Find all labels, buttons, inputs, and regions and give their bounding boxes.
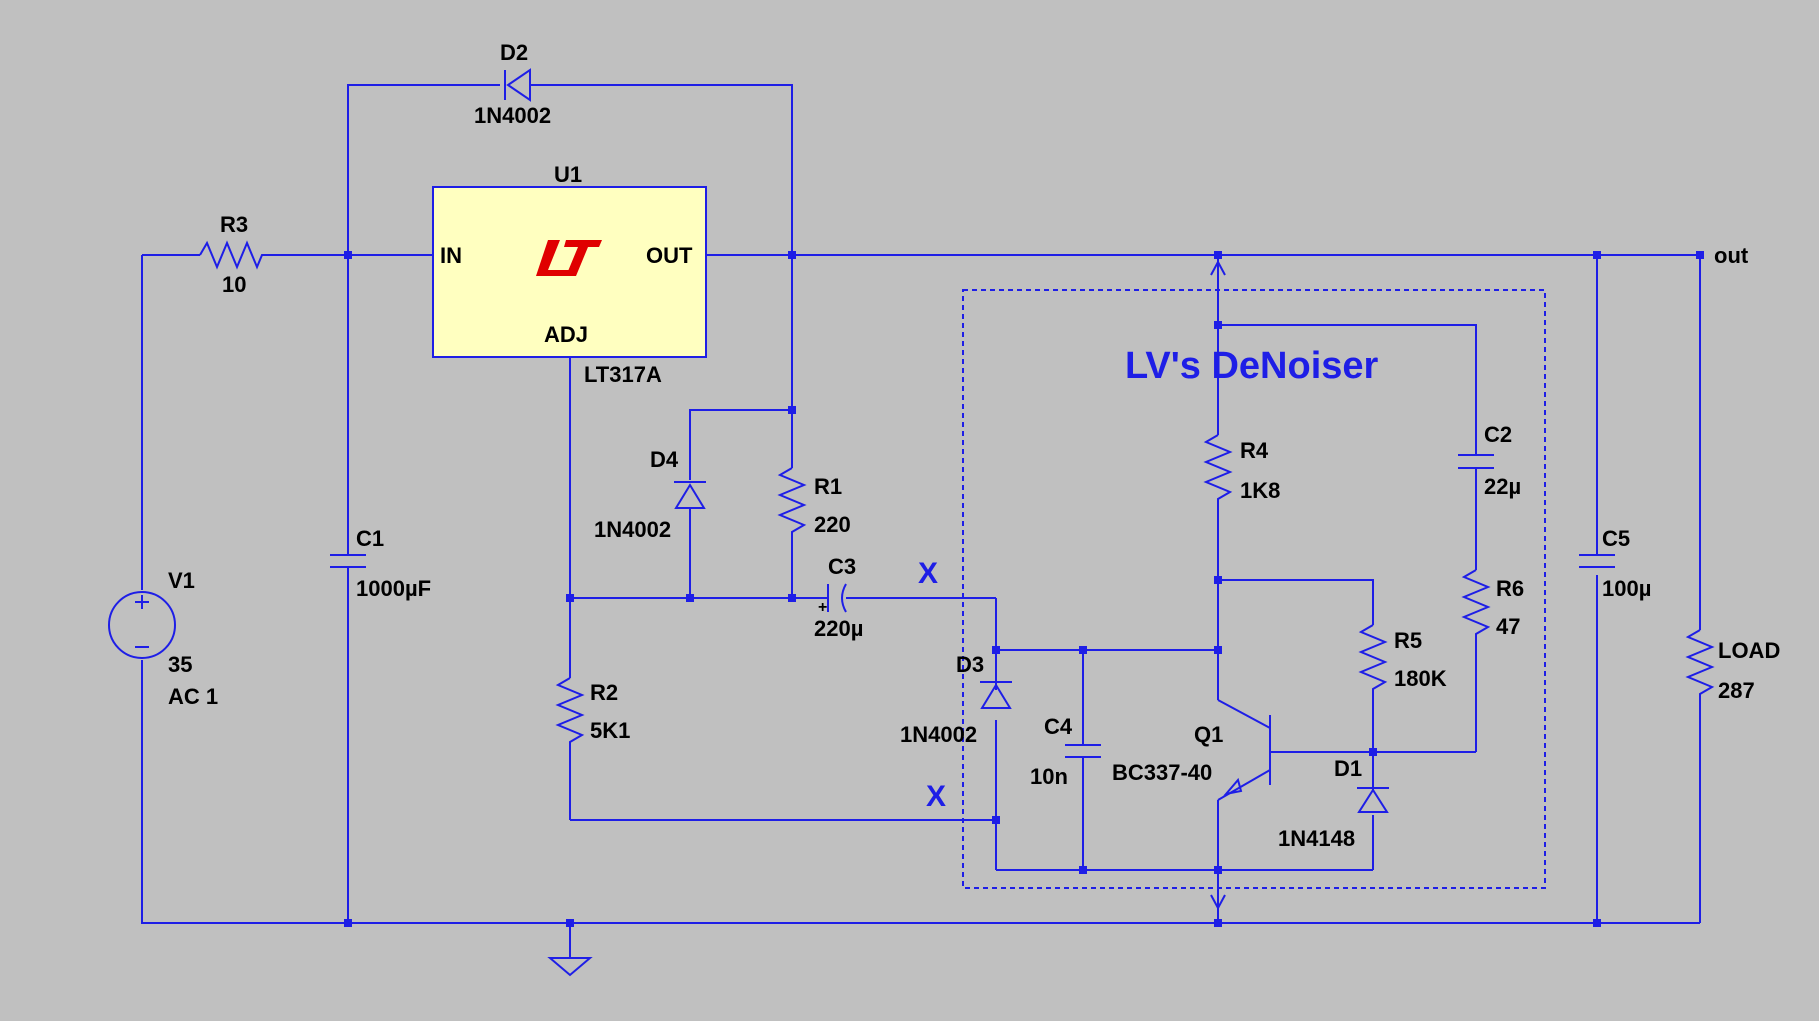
r3-ref: R3: [220, 212, 248, 237]
c3-value: 220µ: [814, 616, 863, 641]
c3-ref: C3: [828, 554, 856, 579]
capacitor-c4: [1065, 744, 1101, 758]
d4-part: 1N4002: [594, 517, 671, 542]
r4-value: 1K8: [1240, 478, 1280, 503]
wires: [141, 84, 1701, 958]
c4-ref: C4: [1044, 714, 1073, 739]
u1-ref: U1: [554, 162, 582, 187]
diode-d3: [980, 681, 1012, 709]
d3-ref: D3: [956, 652, 984, 677]
voltage-source-v1: [108, 591, 176, 659]
v1-ref: V1: [168, 568, 195, 593]
r1-ref: R1: [814, 474, 842, 499]
capacitor-c1: [330, 554, 366, 575]
resistor-r3: [199, 240, 268, 270]
d3-part: 1N4002: [900, 722, 977, 747]
c2-ref: C2: [1484, 422, 1512, 447]
r5-ref: R5: [1394, 628, 1422, 653]
u1-part: LT317A: [584, 362, 662, 387]
capacitor-c2: [1458, 454, 1494, 469]
linear-tech-logo-icon: [536, 240, 602, 276]
capacitor-c3: +: [818, 583, 847, 616]
diode-d4: [674, 481, 706, 509]
d2-ref: D2: [500, 40, 528, 65]
r2-value: 5K1: [590, 718, 630, 743]
c1-value: 1000µF: [356, 576, 431, 601]
u1-pin-in: IN: [440, 243, 462, 268]
q1-ref: Q1: [1194, 722, 1223, 747]
resistor-r4: [1203, 434, 1233, 505]
resistor-r1: [777, 467, 807, 538]
c4-value: 10n: [1030, 764, 1068, 789]
c5-value: 100µ: [1602, 576, 1651, 601]
r2-ref: R2: [590, 680, 618, 705]
resistor-load: [1685, 629, 1715, 700]
junctions: [344, 251, 1704, 927]
c2-value: 22µ: [1484, 474, 1521, 499]
r4-ref: R4: [1240, 438, 1269, 463]
v1-value: 35: [168, 652, 192, 677]
d2-part: 1N4002: [474, 103, 551, 128]
r5-value: 180K: [1394, 666, 1447, 691]
load-value: 287: [1718, 678, 1755, 703]
resistor-r6: [1461, 569, 1491, 640]
resistor-r2: [555, 677, 585, 745]
v1-spec: AC 1: [168, 684, 218, 709]
denoiser-boundary: [962, 289, 1546, 889]
capacitor-c5: [1579, 554, 1615, 568]
u1-pin-out: OUT: [646, 243, 693, 268]
diode-d2: [504, 68, 531, 102]
transistor-q1-arrow-icon: [1223, 777, 1243, 796]
svg-text:+: +: [818, 599, 827, 616]
regulator-u1: [432, 186, 707, 358]
r6-ref: R6: [1496, 576, 1524, 601]
d1-ref: D1: [1334, 756, 1362, 781]
diode-d1: [1357, 787, 1389, 813]
c5-ref: C5: [1602, 526, 1630, 551]
q1-part: BC337-40: [1112, 760, 1212, 785]
d1-part: 1N4148: [1278, 826, 1355, 851]
r1-value: 220: [814, 512, 851, 537]
u1-pin-adj: ADJ: [544, 322, 588, 347]
break-mark-top: X: [918, 557, 938, 590]
c1-ref: C1: [356, 526, 384, 551]
d4-ref: D4: [650, 447, 679, 472]
load-ref: LOAD: [1718, 638, 1780, 663]
boundary-arrow-top: [1210, 259, 1226, 276]
ground-icon: [547, 957, 593, 977]
break-mark-bottom: X: [926, 780, 946, 813]
r6-value: 47: [1496, 614, 1520, 639]
net-out-label: out: [1714, 243, 1749, 268]
r3-value: 10: [222, 272, 246, 297]
boundary-arrow-bottom: [1210, 894, 1226, 911]
resistor-r5: [1358, 624, 1388, 695]
title-label: LV's DeNoiser: [1125, 345, 1379, 387]
